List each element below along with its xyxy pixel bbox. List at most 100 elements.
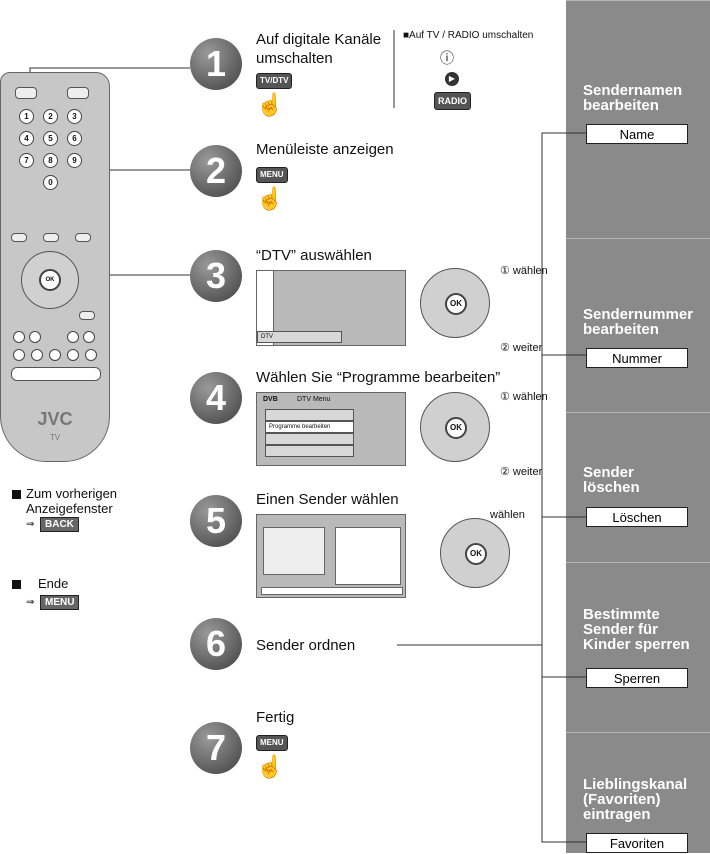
remote-ok-button[interactable]: OK (39, 269, 61, 291)
step-3-text: “DTV” auswählen (256, 247, 372, 264)
menu-row[interactable] (265, 409, 354, 421)
bullet-square-icon (12, 580, 21, 589)
menu-row[interactable] (265, 445, 354, 457)
channel-preview (263, 527, 325, 575)
options-sidebar: Sendernamen bearbeiten Name Sendernummer… (566, 0, 710, 853)
radio-key: RADIO (434, 92, 471, 110)
number-button[interactable]: Nummer (586, 348, 688, 368)
digit-6-button[interactable]: 6 (67, 131, 82, 146)
digit-2-button[interactable]: 2 (43, 109, 58, 124)
back-remote-button[interactable] (79, 311, 95, 320)
back-key: BACK (40, 517, 79, 532)
dtv-menu-screen: DVB DTV Menu Programme bearbeiten (256, 392, 406, 466)
menu-icon-column (257, 271, 274, 345)
step-5-circle: 5 (190, 495, 242, 547)
hand-icon: ☝ (256, 754, 284, 779)
channel-list[interactable] (335, 527, 401, 585)
play-icon: ▶ (445, 72, 459, 86)
menu-key: MENU (256, 735, 288, 751)
help-icon: ⓘ (440, 50, 454, 66)
remote-small-button[interactable] (43, 233, 59, 242)
digit-8-button[interactable]: 8 (43, 153, 58, 168)
sidebar-section-favorites: Lieblingskanal (Favoriten) eintragen Fav… (566, 732, 710, 854)
select-label: ① wählen (500, 265, 548, 277)
step-6-text: Sender ordnen (256, 637, 356, 654)
sidebar-section-delete: Sender löschen Löschen (566, 412, 710, 563)
sidebar-section-lock: Bestimmte Sender für Kinder sperren Sper… (566, 562, 710, 733)
arrow-right-icon: ⇒ (26, 519, 35, 530)
lock-button[interactable]: Sperren (586, 668, 688, 688)
remote-button[interactable] (13, 349, 25, 361)
remote-button[interactable] (13, 331, 25, 343)
step-4-text: Wählen Sie “Programme bearbeiten” (256, 369, 501, 386)
remote-button[interactable] (83, 331, 95, 343)
remote-model: TV (49, 433, 61, 442)
remote-small-button[interactable] (67, 87, 89, 99)
step-1-circle: 1 (190, 38, 242, 90)
step-1-text: Auf digitale Kanäle umschalten (256, 31, 382, 67)
function-bar (261, 587, 403, 595)
arrow-right-icon: ⇒ (26, 597, 35, 608)
channel-list-screen (256, 514, 406, 598)
radio-note: ■Auf TV / RADIO umschalten (403, 30, 534, 41)
step-5-text: Einen Sender wählen (256, 491, 399, 508)
end-note-text: Ende (38, 576, 69, 591)
sidebar-section-number: Sendernummer bearbeiten Nummer (566, 238, 710, 413)
remote-button[interactable] (29, 331, 41, 343)
remote-small-button[interactable] (15, 87, 37, 99)
remote-small-button[interactable] (11, 233, 27, 242)
step-7-text: Fertig (256, 709, 295, 726)
digit-0-button[interactable]: 0 (43, 175, 58, 190)
remote-button[interactable] (31, 349, 43, 361)
select-label: wählen (490, 509, 525, 521)
color-button-row[interactable] (11, 367, 101, 381)
dtv-menu-title: DTV Menu (297, 396, 331, 403)
hand-icon: ☝ (256, 92, 284, 117)
sidebar-title: Sendernummer bearbeiten (583, 306, 694, 338)
remote-button[interactable] (67, 349, 79, 361)
sidebar-section-name: Sendernamen bearbeiten Name (566, 0, 710, 239)
programme-bearbeiten-item[interactable]: Programme bearbeiten (265, 421, 354, 433)
menu-row[interactable] (265, 433, 354, 445)
remote-control: 1 2 3 4 5 6 7 8 9 0 OK JVC TV (0, 72, 110, 462)
select-label: ① wählen (500, 391, 548, 403)
step-6-circle: 6 (190, 618, 242, 670)
delete-button[interactable]: Löschen (586, 507, 688, 527)
step-3-circle: 3 (190, 250, 242, 302)
remote-brand: JVC (37, 409, 73, 429)
step-2-text: Menüleiste anzeigen (256, 141, 394, 158)
digit-4-button[interactable]: 4 (19, 131, 34, 146)
menu-bar-screen: DTV (256, 270, 406, 346)
menu-key: MENU (256, 167, 288, 183)
ok-button[interactable]: OK (465, 543, 487, 565)
bullet-square-icon (12, 490, 21, 499)
menu-end-key: MENU (40, 595, 80, 610)
ok-button[interactable]: OK (445, 417, 467, 439)
step-4-circle: 4 (190, 372, 242, 424)
digit-3-button[interactable]: 3 (67, 109, 82, 124)
digit-5-button[interactable]: 5 (43, 131, 58, 146)
tv-dtv-key: TV/DTV (256, 73, 293, 89)
next-label: ② weiter (500, 342, 543, 354)
dvb-logo: DVB (263, 396, 278, 403)
back-note-text: Zum vorherigen Anzeigefenster (26, 486, 118, 516)
digit-7-button[interactable]: 7 (19, 153, 34, 168)
sidebar-title: Bestimmte Sender für Kinder sperren (583, 606, 690, 653)
menu-remote-button[interactable] (75, 233, 91, 242)
sidebar-title: Sender löschen (583, 464, 640, 496)
hand-icon: ☝ (256, 186, 284, 211)
sidebar-title: Sendernamen bearbeiten (583, 82, 683, 114)
ok-button[interactable]: OK (445, 293, 467, 315)
digit-1-button[interactable]: 1 (19, 109, 34, 124)
remote-button[interactable] (67, 331, 79, 343)
remote-button[interactable] (85, 349, 97, 361)
name-button[interactable]: Name (586, 124, 688, 144)
sidebar-title: Lieblingskanal (Favoriten) eintragen (583, 776, 688, 823)
step-2-circle: 2 (190, 145, 242, 197)
dtv-menu-item[interactable]: DTV (257, 331, 342, 343)
digit-9-button[interactable]: 9 (67, 153, 82, 168)
step-7-circle: 7 (190, 722, 242, 774)
bracket-line (541, 132, 586, 843)
next-label: ② weiter (500, 466, 543, 478)
remote-button[interactable] (49, 349, 61, 361)
